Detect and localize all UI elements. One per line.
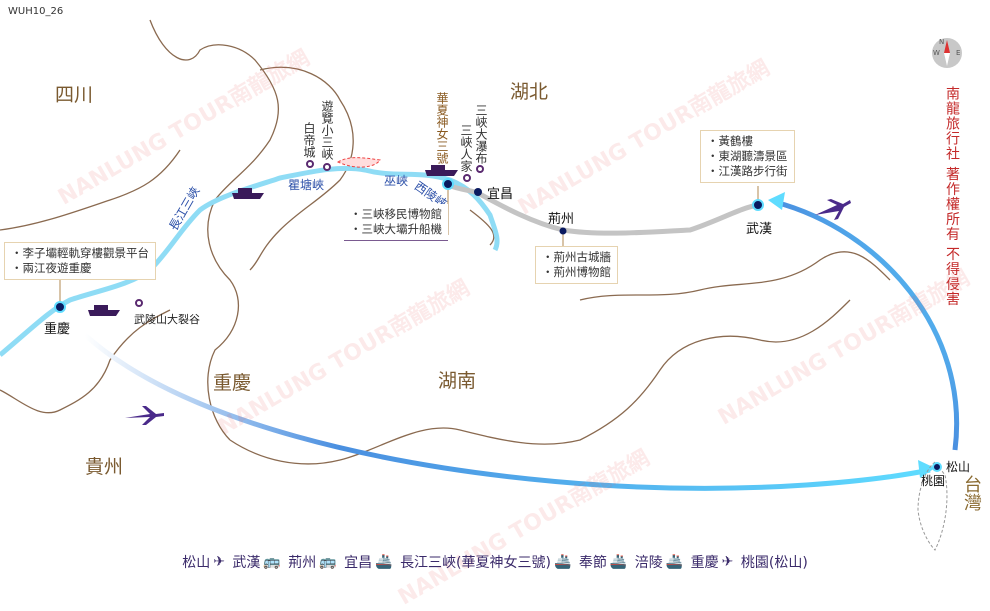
box-item: ・江漢路步行街 — [707, 164, 788, 178]
legend-stop: 荊州 — [288, 555, 317, 571]
box-item: ・李子壩輕軌穿樓觀景平台 — [11, 246, 149, 260]
legend-stop: 武漢 — [232, 555, 261, 571]
city-chongqing: 重慶 — [44, 322, 71, 337]
gorge-qutang: 瞿塘峽 — [288, 178, 325, 192]
box-item: ・三峽移民博物館 — [350, 207, 442, 221]
site-sanxia-renjia: 三峽人家 — [459, 124, 473, 172]
site-baidicheng: 白帝城 — [302, 122, 316, 158]
arrow-head — [768, 192, 785, 210]
info-box-chongqing: ・李子壩輕軌穿樓觀景平台・兩江夜遊重慶 — [4, 242, 156, 280]
legend-stop: 宜昌 — [344, 555, 373, 571]
box-connectors — [59, 185, 759, 305]
box-item: ・兩江夜遊重慶 — [11, 261, 92, 275]
ship-icon: 🚢 — [609, 554, 628, 570]
yangtze-river — [0, 165, 500, 357]
ship-icons — [88, 165, 458, 316]
itinerary-legend: 松山✈ 武漢🚌 荊州🚌 宜昌🚢 長江三峽(華夏神女三號)🚢 奉節🚢 涪陵🚢 重慶… — [0, 552, 990, 572]
bus-icon: 🚌 — [319, 554, 337, 570]
city-markers — [54, 178, 942, 472]
city-songshan: 松山 — [946, 460, 971, 474]
legend-stop: 長江三峽(華夏神女三號) — [400, 555, 551, 571]
xiaosanxia-route — [336, 157, 381, 168]
box-item: ・黃鶴樓 — [707, 134, 753, 148]
ship-icon: 🚢 — [665, 554, 684, 570]
province-chongqing: 重慶 — [213, 372, 252, 394]
compass-n: N — [939, 38, 945, 46]
site-wulong: 武陵山大裂谷 — [134, 313, 200, 326]
legend-stop: 奉節 — [578, 555, 607, 571]
legend-stop: 重慶 — [690, 555, 719, 571]
box-item: ・三峽大壩升船機 — [350, 222, 442, 236]
legend-stop: 松山 — [182, 555, 211, 571]
flight-route-taiwan-wuhan — [774, 199, 959, 451]
province-hunan: 湖南 — [438, 370, 477, 392]
map-code: WUH10_26 — [8, 6, 64, 17]
legend-stop: 涪陵 — [634, 555, 663, 571]
box-item: ・荊州博物館 — [542, 265, 611, 279]
ship-icon: 🚢 — [375, 554, 393, 570]
box-item: ・荊州古城牆 — [542, 250, 611, 264]
compass-icon — [932, 38, 962, 68]
plane-icon: ✈ — [721, 554, 734, 570]
city-yichang: 宜昌 — [487, 187, 514, 202]
ship-icon: 🚢 — [554, 554, 572, 570]
site-waterfall: 三峽大瀑布 — [474, 104, 488, 164]
province-guizhou: 貴州 — [85, 456, 124, 478]
gorge-wu: 巫峽 — [384, 174, 409, 188]
compass-w: W — [933, 49, 940, 57]
bus-icon: 🚌 — [263, 554, 281, 570]
info-box-wuhan: ・黃鶴樓・東湖聽濤景區・江漢路步行街 — [700, 130, 795, 183]
label-taiwan: 台灣 — [961, 475, 982, 511]
box-item: ・東湖聽濤景區 — [707, 149, 788, 163]
city-wuhan: 武漢 — [746, 222, 773, 237]
province-hubei: 湖北 — [510, 81, 549, 103]
city-jingzhou: 荊州 — [548, 212, 575, 227]
info-box-sanxia: ・三峽移民博物館・三峽大壩升船機 — [344, 204, 448, 241]
plane-icons — [125, 199, 851, 425]
taiwan-outline — [917, 461, 948, 551]
compass-e: E — [956, 49, 961, 57]
map-canvas — [0, 19, 962, 551]
plane-icon: ✈ — [213, 554, 225, 570]
city-taoyuan: 桃園 — [921, 474, 946, 488]
site-xiaosanxia: 遊覽小三峽 — [320, 100, 334, 160]
province-sichuan: 四川 — [55, 84, 94, 106]
legend-stop: 桃園(松山) — [740, 555, 808, 571]
copyright-notice: 南龍旅行社 著作權所有 不得侵害 — [944, 86, 960, 307]
province-borders — [0, 19, 891, 465]
ship-name: 華夏神女三號 — [435, 92, 449, 164]
arrow-head — [918, 460, 935, 478]
flight-route-chongqing-taiwan — [83, 333, 931, 491]
info-box-jingzhou: ・荊州古城牆・荊州博物館 — [535, 246, 618, 284]
site-markers — [135, 160, 484, 307]
